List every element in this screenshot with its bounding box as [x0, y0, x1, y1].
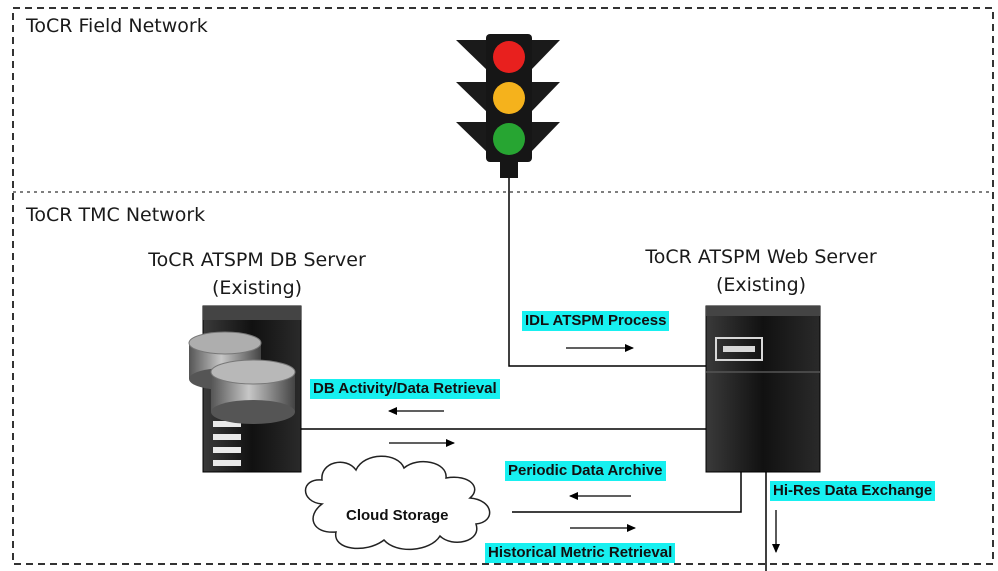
field-network-label: ToCR Field Network	[26, 15, 208, 37]
hires-exchange-label: Hi-Res Data Exchange	[770, 481, 936, 501]
idl-process-label: IDL ATSPM Process	[522, 311, 670, 331]
cloud-storage-label: Cloud Storage	[346, 507, 449, 524]
cloud-icon	[304, 455, 491, 551]
signal-connection-line	[508, 178, 706, 367]
db-server-label: ToCR ATSPM DB Server (Existing)	[122, 246, 392, 302]
green-light	[493, 123, 525, 155]
web-server-icon	[705, 305, 821, 473]
tmc-network-label: ToCR TMC Network	[26, 204, 206, 226]
traffic-light-icon	[456, 34, 560, 178]
web-server-label: ToCR ATSPM Web Server (Existing)	[626, 243, 896, 299]
db-server-status: (Existing)	[211, 277, 303, 299]
amber-light	[493, 82, 525, 114]
archive-connection-line	[512, 472, 742, 513]
web-server-status: (Existing)	[715, 274, 807, 296]
periodic-archive-label: Periodic Data Archive	[505, 461, 666, 481]
web-server-name: ToCR ATSPM Web Server	[645, 246, 877, 268]
database-server-icon	[188, 305, 302, 473]
db-activity-label: DB Activity/Data Retrieval	[310, 379, 500, 399]
db-server-name: ToCR ATSPM DB Server	[148, 249, 366, 271]
historical-retrieval-label: Historical Metric Retrieval	[485, 543, 676, 563]
red-light	[493, 41, 525, 73]
